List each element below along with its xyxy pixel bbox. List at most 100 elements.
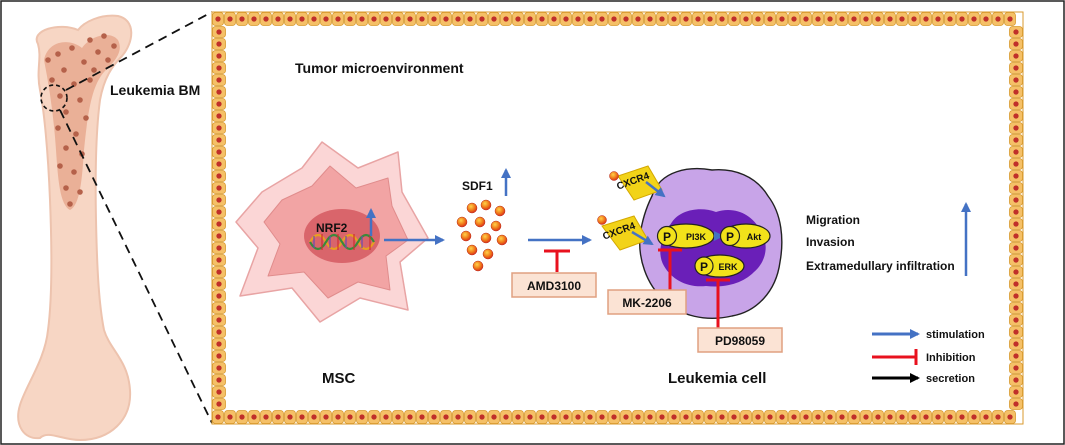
border-cell-nucleus — [1013, 197, 1019, 203]
border-cell-nucleus — [539, 414, 545, 420]
border-cell-nucleus — [419, 16, 425, 22]
border-cell-nucleus — [515, 16, 521, 22]
border-cell-nucleus — [767, 16, 773, 22]
border-cell-nucleus — [899, 414, 905, 420]
border-cell-nucleus — [216, 389, 222, 395]
border-cell-nucleus — [216, 29, 222, 35]
border-cell-nucleus — [1013, 389, 1019, 395]
border-cell-nucleus — [623, 414, 629, 420]
tme-label: Tumor microenvironment — [295, 60, 464, 76]
pi3k-phospho-label: P — [663, 230, 671, 244]
mk2206-label: MK-2206 — [622, 296, 672, 310]
border-cell-nucleus — [227, 414, 233, 420]
border-cell-nucleus — [431, 414, 437, 420]
border-cell-nucleus — [227, 16, 233, 22]
border-cell-nucleus — [323, 414, 329, 420]
border-cell-nucleus — [251, 414, 257, 420]
border-cell-nucleus — [1013, 269, 1019, 275]
border-cell-nucleus — [875, 16, 881, 22]
border-cell-nucleus — [299, 414, 305, 420]
border-cell-nucleus — [359, 16, 365, 22]
border-cell-nucleus — [731, 16, 737, 22]
border-cell-nucleus — [527, 414, 533, 420]
msc-label: MSC — [322, 370, 356, 387]
border-cell-nucleus — [611, 414, 617, 420]
border-cell-nucleus — [983, 16, 989, 22]
border-cell-nucleus — [216, 365, 222, 371]
border-cell-nucleus — [216, 245, 222, 251]
pd98059-label: PD98059 — [715, 334, 765, 348]
border-cell-nucleus — [1013, 257, 1019, 263]
border-cell-nucleus — [215, 16, 221, 22]
outcome-migration: Migration — [806, 213, 860, 227]
border-cell-nucleus — [1013, 65, 1019, 71]
sdf1-label: SDF1 — [462, 179, 493, 193]
border-cell-nucleus — [1013, 377, 1019, 383]
border-cell-nucleus — [216, 209, 222, 215]
border-cell-nucleus — [1013, 101, 1019, 107]
border-cell-nucleus — [216, 305, 222, 311]
akt-node: P Akt — [719, 223, 771, 249]
dna-helix — [309, 233, 375, 251]
border-cell-nucleus — [551, 414, 557, 420]
border-cell-nucleus — [479, 16, 485, 22]
border-cell-nucleus — [827, 16, 833, 22]
border-cell-nucleus — [275, 16, 281, 22]
border-cell-nucleus — [1013, 341, 1019, 347]
outcome-extramedullary: Extramedullary infiltration — [806, 259, 955, 273]
border-cell-nucleus — [239, 414, 245, 420]
border-cell-nucleus — [407, 16, 413, 22]
border-cell-nucleus — [503, 16, 509, 22]
border-cell-nucleus — [863, 414, 869, 420]
msc-nucleus — [304, 209, 380, 263]
border-cell-nucleus — [671, 414, 677, 420]
border-cell-nucleus — [216, 125, 222, 131]
border-cell-nucleus — [216, 113, 222, 119]
bone — [17, 14, 133, 442]
border-cell-nucleus — [779, 414, 785, 420]
border-cell-nucleus — [935, 16, 941, 22]
border-cell-nucleus — [216, 269, 222, 275]
border-cell-nucleus — [347, 414, 353, 420]
border-cell-nucleus — [1007, 16, 1013, 22]
border-cell-nucleus — [443, 16, 449, 22]
border-cell-nucleus — [287, 16, 293, 22]
border-cell-nucleus — [443, 414, 449, 420]
border-cell-nucleus — [515, 414, 521, 420]
border-cell-nucleus — [923, 414, 929, 420]
zoom-line-top — [65, 11, 213, 91]
border-cell-nucleus — [216, 77, 222, 83]
border-cell-nucleus — [851, 16, 857, 22]
erk-node: P ERK — [694, 254, 745, 278]
bone-marrow-region — [44, 34, 120, 210]
border-cell-nucleus — [407, 414, 413, 420]
border-cell-nucleus — [1013, 233, 1019, 239]
legend: stimulation Inhibition secretion — [872, 329, 985, 385]
erk-label: ERK — [718, 262, 738, 272]
border-cell-nucleus — [1013, 293, 1019, 299]
border-cell-nucleus — [216, 281, 222, 287]
border-cell-nucleus — [1013, 185, 1019, 191]
border-cell-nucleus — [479, 414, 485, 420]
border-cell-nucleus — [575, 414, 581, 420]
zoom-line-bottom — [59, 109, 213, 424]
border-cell-nucleus — [971, 16, 977, 22]
border-cell-nucleus — [767, 414, 773, 420]
border-cell-nucleus — [563, 414, 569, 420]
border-cell-nucleus — [1013, 113, 1019, 119]
border-cell-nucleus — [216, 221, 222, 227]
mk2206-box — [607, 289, 687, 315]
border-cell-nucleus — [491, 414, 497, 420]
border-cell-nucleus — [455, 16, 461, 22]
border-cell-nucleus — [1013, 401, 1019, 407]
border-cell-nucleus — [995, 414, 1001, 420]
border-cell-nucleus — [1013, 77, 1019, 83]
border-cell-nucleus — [719, 16, 725, 22]
border-cell-nucleus — [707, 16, 713, 22]
border-cell-nucleus — [383, 414, 389, 420]
border-cell-nucleus — [911, 16, 917, 22]
akt-label: Akt — [747, 232, 762, 242]
border-cell-nucleus — [395, 16, 401, 22]
